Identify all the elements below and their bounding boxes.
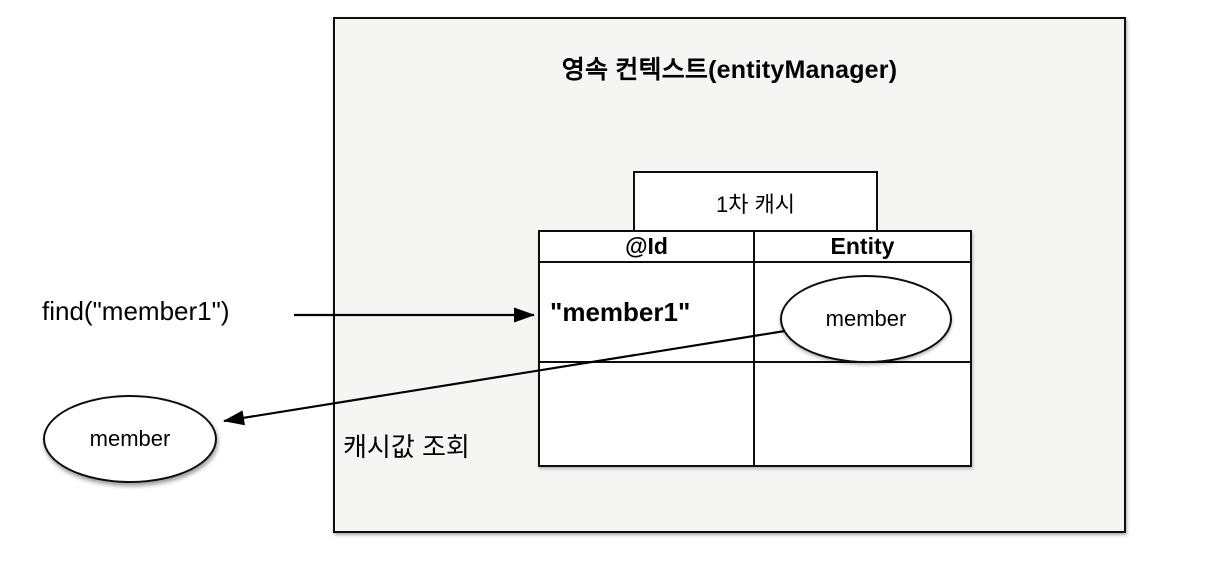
member-entity-label: member	[825, 306, 907, 331]
cache-table-cell-empty-id	[540, 363, 755, 465]
cache-table-header-id: @Id	[540, 232, 755, 263]
first-level-cache-tab: 1차 캐시	[633, 171, 878, 234]
cache-table-header-entity: Entity	[755, 232, 970, 263]
result-member-ellipse: member	[43, 395, 217, 483]
cache-table-cell-id-member1: "member1"	[540, 263, 755, 363]
result-member-label: member	[89, 426, 171, 451]
first-level-cache-label: 1차 캐시	[715, 191, 796, 217]
find-call-label: find("member1")	[42, 296, 230, 326]
member-entity-ellipse: member	[780, 275, 952, 363]
cache-lookup-label: 캐시값 조회	[343, 432, 470, 462]
cache-table-cell-empty-entity	[755, 363, 970, 465]
persistence-context-title: 영속 컨텍스트(entityManager)	[561, 56, 898, 84]
